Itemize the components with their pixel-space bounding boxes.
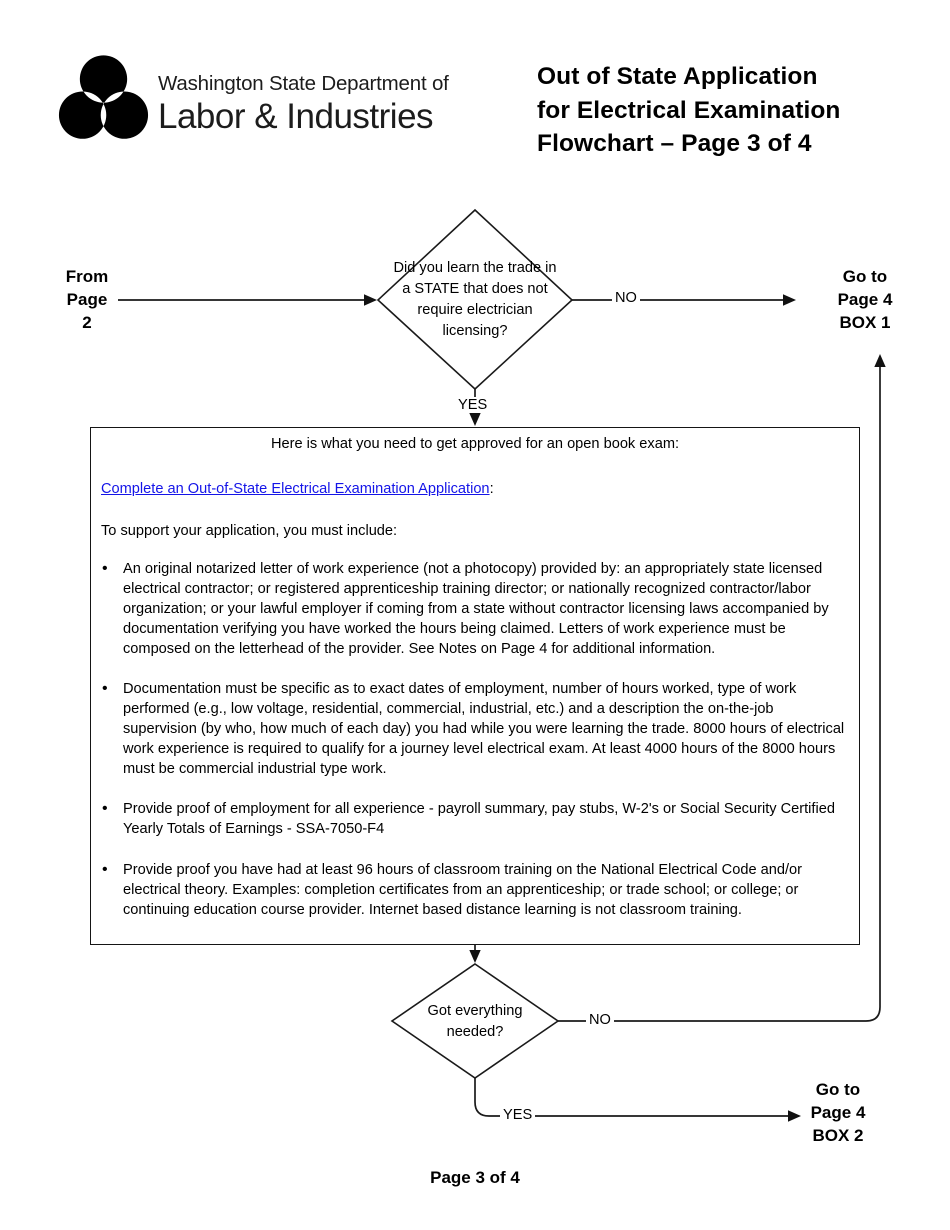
page-title-line3: Flowchart – Page 3 of 4 [537, 130, 812, 157]
bullet-text-2: Documentation must be specific as to exa… [123, 681, 845, 777]
arrowhead-to-box1 [783, 294, 796, 306]
agency-name: Washington State Department of Labor & I… [158, 72, 449, 137]
requirements-box: Here is what you need to get approved fo… [90, 427, 860, 945]
arrowhead-into-box [469, 413, 481, 426]
requirements-list: An original notarized letter of work exp… [101, 559, 849, 920]
diamond2-question: Got everything needed? [427, 1002, 523, 1040]
list-item: Provide proof you have had at least 96 h… [101, 860, 849, 920]
from-page2-label: From Page 2 [55, 265, 119, 334]
goto-page4-box2-label: Go to Page 4 BOX 2 [798, 1078, 878, 1147]
list-item: Documentation must be specific as to exa… [101, 679, 849, 779]
page-title: Out of State Application for Electrical … [537, 60, 841, 161]
goto-box1-line2: Page 4 [837, 290, 893, 309]
connector-yes-2 [474, 1078, 788, 1117]
goto-page4-box1-label: Go to Page 4 BOX 1 [825, 265, 905, 334]
goto-box1-line1: Go to [842, 267, 888, 286]
page-title-line2: for Electrical Examination [537, 96, 841, 124]
arrowhead-up-to-box1 [874, 354, 886, 367]
lni-trefoil-logo-icon [58, 55, 149, 139]
connector-no-2 [557, 366, 881, 1022]
from-page2-line1: From [65, 267, 109, 286]
requirements-heading: Here is what you need to get approved fo… [270, 436, 680, 452]
agency-name-line2: Labor & Industries [158, 97, 434, 136]
application-link-line: Complete an Out-of-State Electrical Exam… [101, 480, 849, 500]
diamond1-yes-label: YES [455, 397, 491, 413]
diamond2-yes-label: YES [500, 1107, 536, 1123]
arrowhead-to-box2 [788, 1110, 801, 1122]
goto-box2-line3: BOX 2 [812, 1126, 864, 1145]
agency-name-line1: Washington State Department of [158, 72, 449, 95]
bullet-text-4: Provide proof you have had at least 96 h… [123, 861, 803, 918]
arrowhead-into-diamond2 [469, 950, 481, 963]
from-page2-line2: Page [66, 290, 108, 309]
list-item: Provide proof of employment for all expe… [101, 799, 849, 840]
page-number-footer: Page 3 of 4 [430, 1168, 520, 1187]
list-item: An original notarized letter of work exp… [101, 559, 849, 659]
application-link-suffix: : [489, 480, 494, 497]
diamond1-question: Did you learn the trade in a STATE that … [393, 260, 557, 339]
goto-box1-line3: BOX 1 [839, 313, 891, 332]
page-title-line1: Out of State Application [537, 63, 818, 90]
diamond1-shape [376, 208, 574, 391]
diamond2-shape [390, 963, 560, 1079]
from-page2-line3: 2 [82, 313, 92, 332]
bullet-text-1: An original notarized letter of work exp… [123, 561, 829, 657]
diamond1-no-label: NO [612, 290, 640, 306]
application-link[interactable]: Complete an Out-of-State Electrical Exam… [101, 480, 490, 497]
bullet-text-3: Provide proof of employment for all expe… [123, 801, 835, 838]
goto-box2-line1: Go to [815, 1080, 861, 1099]
goto-box2-line2: Page 4 [810, 1103, 866, 1122]
diamond2-no-label: NO [586, 1012, 614, 1028]
support-line: To support your application, you must in… [101, 522, 398, 539]
arrowhead-into-diamond1 [364, 294, 377, 306]
